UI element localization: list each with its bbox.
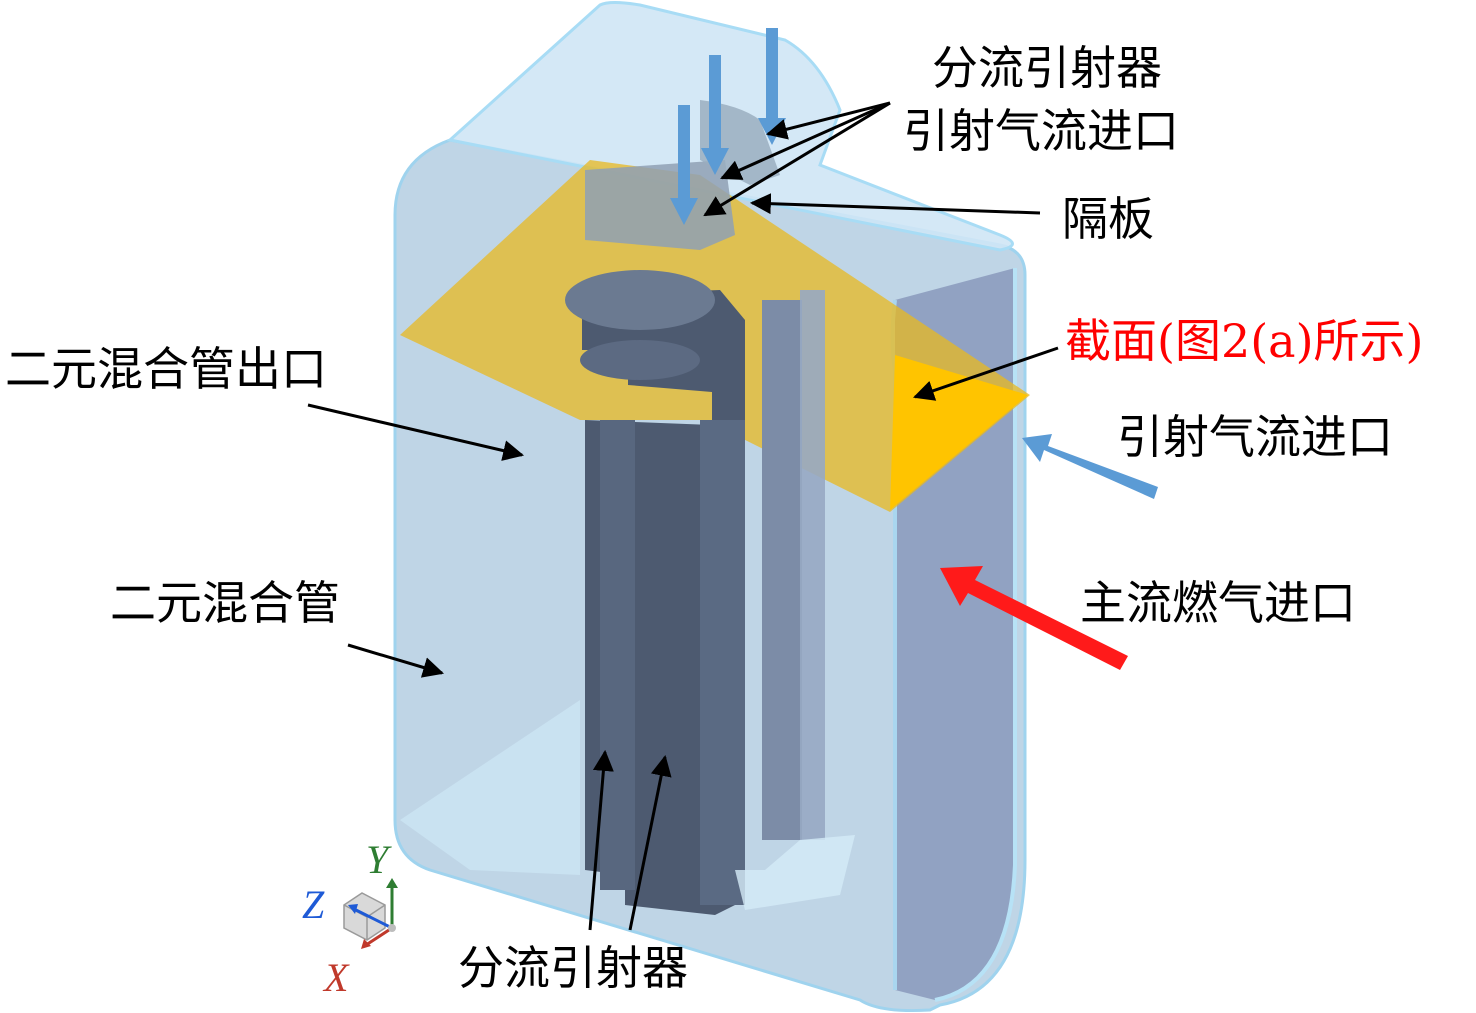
label-ejector-inlet-right: 引射气流进口 (1117, 410, 1393, 464)
label-partition: 隔板 (1062, 192, 1154, 246)
label-ejector-inlet-top: 引射气流进口 (903, 104, 1179, 158)
leader-partition (749, 193, 1041, 215)
ejector-arrow-1 (670, 105, 698, 225)
leader-arrows (307, 101, 1059, 931)
axis-triad (343, 878, 398, 949)
label-mixing-tube: 二元混合管 (110, 576, 340, 630)
label-main-inlet: 主流燃气进口 (1080, 576, 1356, 630)
leader-mixing-tube (347, 643, 445, 678)
leader-section (913, 346, 1059, 401)
leader-splitter-bottom-1 (588, 749, 614, 931)
ejector-arrow-right (1022, 434, 1158, 499)
leader-inlet-1 (765, 101, 891, 140)
axis-z-line (351, 906, 393, 930)
axis-label-z: Z (302, 882, 325, 927)
leader-splitter-bottom-2 (628, 754, 672, 931)
leader-inlet-2 (720, 101, 891, 180)
axis-label-x: X (324, 955, 349, 1000)
label-section: 截面(图2(a)所示) (1065, 314, 1424, 368)
label-mix-outlet: 二元混合管出口 (5, 342, 327, 396)
leader-inlet-3 (703, 101, 891, 217)
label-splitter-top: 分流引射器 (932, 41, 1162, 95)
main-flow-arrow (940, 566, 1128, 670)
axis-x-line (365, 926, 393, 947)
ejector-arrow-2 (701, 55, 729, 175)
leader-mix-outlet (307, 403, 525, 461)
axis-label-y: Y (366, 837, 389, 882)
splitter-ejector-body (565, 100, 855, 915)
label-splitter-bottom: 分流引射器 (458, 941, 688, 995)
